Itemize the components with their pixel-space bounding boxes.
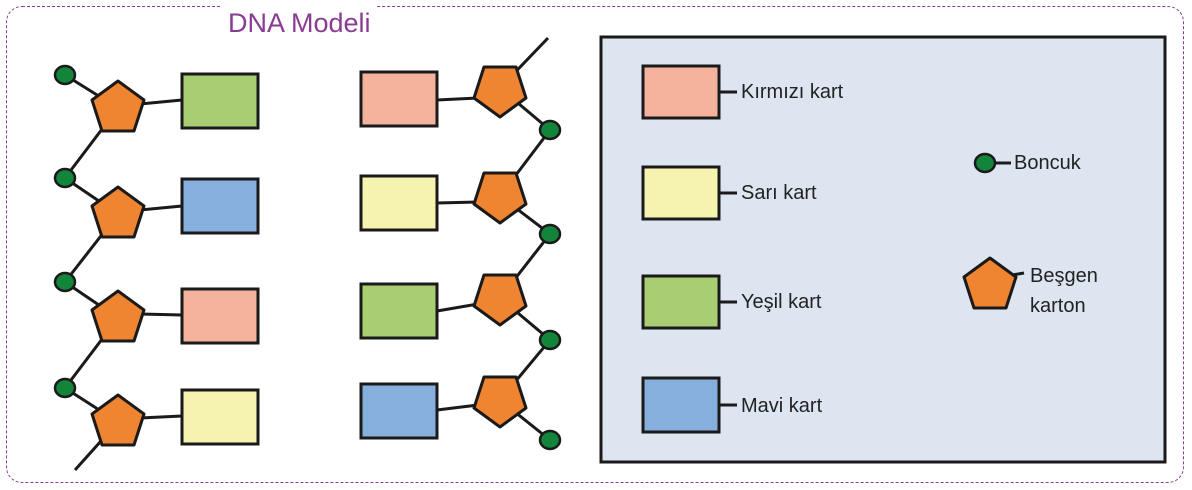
pentagon-shape [90, 185, 146, 239]
yellow-card [359, 174, 439, 232]
legend-box [599, 35, 1167, 464]
left-strand [53, 64, 260, 472]
left-cards [180, 72, 260, 446]
legend-pentagon-label: Beşgen karton [1030, 261, 1098, 321]
legend-blue-card-swatch [641, 376, 721, 434]
legend-yellow-card-swatch [641, 165, 721, 221]
legend-red-card-swatch [641, 64, 721, 120]
bead-circle [53, 167, 77, 189]
pentagon-shape [472, 171, 528, 225]
bead-circle [538, 119, 562, 141]
bead-circle [53, 271, 77, 293]
legend-connector [1011, 271, 1025, 277]
pentagon-shape [472, 65, 528, 119]
diagram-frame [6, 6, 1184, 483]
legend-bead-label: Boncuk [1014, 152, 1081, 174]
legend-bead-swatch [973, 152, 997, 174]
legend-red-card-label: Kırmızı kart [741, 81, 844, 103]
pentagon-shape [90, 79, 146, 133]
legend-green-card-swatch [641, 274, 721, 330]
blue-card [180, 177, 260, 235]
bead-circle [53, 64, 77, 86]
blue-card [359, 382, 439, 440]
page-title: DNA Modeli [222, 6, 377, 40]
pentagon-shape [472, 273, 528, 327]
green-card [180, 72, 260, 130]
bead-circle [538, 329, 562, 351]
bead-circle [538, 223, 562, 245]
legend-blue-card-label: Mavi kart [741, 395, 823, 417]
legend-yellow-card-label: Sarı kart [741, 182, 817, 204]
legend-green-card-label: Yeşil kart [741, 291, 822, 313]
red-card [359, 70, 439, 128]
green-card [359, 282, 439, 340]
right-strand [359, 36, 562, 451]
pentagon-shape [472, 375, 528, 429]
legend-pentagon-label-line1: Beşgen [1030, 265, 1098, 287]
yellow-card [180, 388, 260, 446]
bead-circle [53, 377, 77, 399]
pentagon-shape [90, 289, 146, 343]
pentagon-shape [90, 393, 146, 447]
legend-pentagon-label-line2: karton [1030, 295, 1086, 317]
bead-circle [538, 429, 562, 451]
right-cards [359, 70, 439, 440]
red-card [180, 287, 260, 345]
